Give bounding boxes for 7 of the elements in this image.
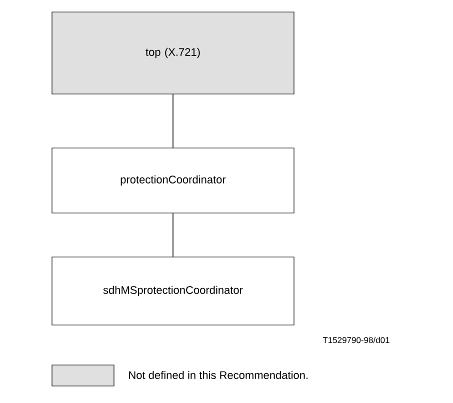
- connector-line: [172, 212, 174, 258]
- class-box: protectionCoordinator: [52, 148, 294, 214]
- figure-id: T1529790-98/d01: [322, 336, 390, 344]
- connector-line: [172, 94, 174, 148]
- class-box: top (X.721): [52, 12, 294, 94]
- class-box: sdhMSprotectionCoordinator: [52, 256, 294, 326]
- legend-text: Not defined in this Recommendation.: [129, 370, 308, 380]
